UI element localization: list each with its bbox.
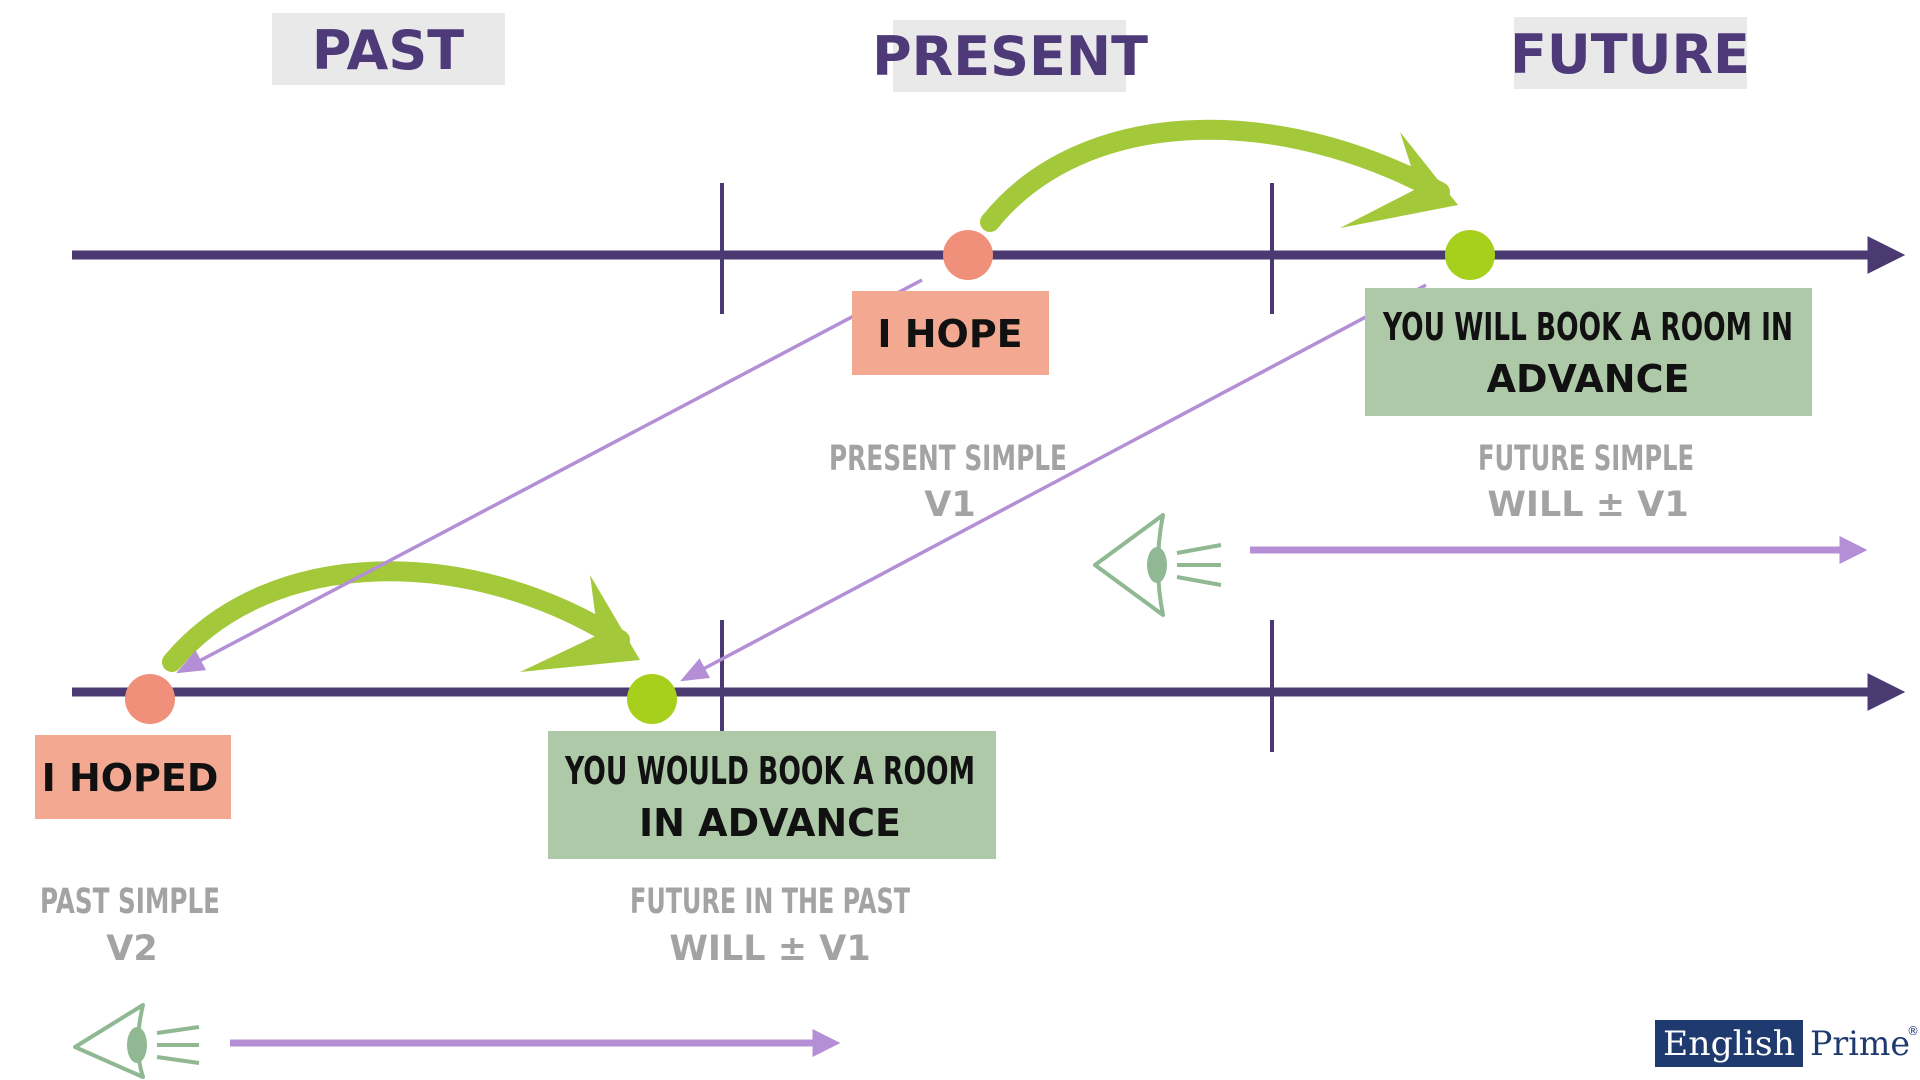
top-main-clause-box: I HOPE bbox=[852, 291, 1049, 375]
bottom-main-tense-form: V2 bbox=[106, 929, 157, 969]
bottom-sub-dot bbox=[627, 674, 677, 724]
english-prime-logo: English Prime ® bbox=[1655, 1020, 1919, 1067]
top-green-curve-arrow bbox=[980, 119, 1458, 232]
logo-blue-block bbox=[1655, 1020, 1803, 1067]
purple-link-will-to-would bbox=[680, 283, 1427, 682]
top-main-clause-text: I HOPE bbox=[877, 312, 1022, 356]
bottom-green-curve-arrow bbox=[162, 561, 640, 672]
purple-link-hope-to-hoped bbox=[176, 278, 923, 674]
header-present-bg bbox=[893, 20, 1126, 92]
bottom-sub-clause-bg bbox=[548, 731, 996, 859]
bottom-sub-tense-form: WILL ± V1 bbox=[669, 929, 870, 969]
bottom-sub-clause-line2: IN ADVANCE bbox=[639, 801, 901, 845]
logo-text-english: English bbox=[1663, 1024, 1795, 1064]
top-sub-clause-box: YOU WILL BOOK A ROOM IN ADVANCE bbox=[1365, 288, 1812, 416]
top-sub-clause-line1: YOU WILL BOOK A ROOM IN bbox=[1382, 305, 1793, 349]
top-main-tense-form: V1 bbox=[924, 485, 975, 525]
top-main-dot bbox=[943, 230, 993, 280]
header-future: FUTURE bbox=[1510, 17, 1750, 89]
top-sub-clause-line2: ADVANCE bbox=[1487, 357, 1690, 401]
bottom-main-tense-name: PAST SIMPLE bbox=[40, 882, 220, 922]
bottom-sub-tense-name: FUTURE IN THE PAST bbox=[630, 882, 910, 922]
header-present: PRESENT bbox=[872, 20, 1148, 92]
top-sub-dot bbox=[1445, 230, 1495, 280]
header-past: PAST bbox=[272, 13, 505, 85]
bottom-eye-icon bbox=[73, 1003, 200, 1079]
logo-text-prime: Prime bbox=[1810, 1024, 1910, 1064]
header-past-label: PAST bbox=[312, 19, 464, 82]
top-sub-clause-bg bbox=[1365, 288, 1812, 416]
header-past-bg bbox=[272, 13, 505, 85]
top-sub-tense-form: WILL ± V1 bbox=[1487, 485, 1688, 525]
bottom-sub-clause-line1: YOU WOULD BOOK A ROOM bbox=[564, 749, 975, 793]
top-main-clause-bg bbox=[852, 291, 1049, 375]
bottom-main-dot bbox=[125, 674, 175, 724]
header-future-label: FUTURE bbox=[1510, 23, 1750, 86]
bottom-main-clause-box: I HOPED bbox=[35, 735, 231, 819]
header-future-bg bbox=[1514, 17, 1747, 89]
header-present-label: PRESENT bbox=[872, 25, 1148, 88]
top-eye-icon bbox=[1093, 513, 1222, 617]
top-main-tense-name: PRESENT SIMPLE bbox=[829, 439, 1067, 479]
top-sub-tense-name: FUTURE SIMPLE bbox=[1478, 439, 1694, 479]
bottom-main-clause-bg bbox=[35, 735, 231, 819]
bottom-main-clause-text: I HOPED bbox=[42, 756, 219, 800]
logo-registered-mark: ® bbox=[1907, 1024, 1919, 1038]
bottom-sub-clause-box: YOU WOULD BOOK A ROOM IN ADVANCE bbox=[548, 731, 996, 859]
